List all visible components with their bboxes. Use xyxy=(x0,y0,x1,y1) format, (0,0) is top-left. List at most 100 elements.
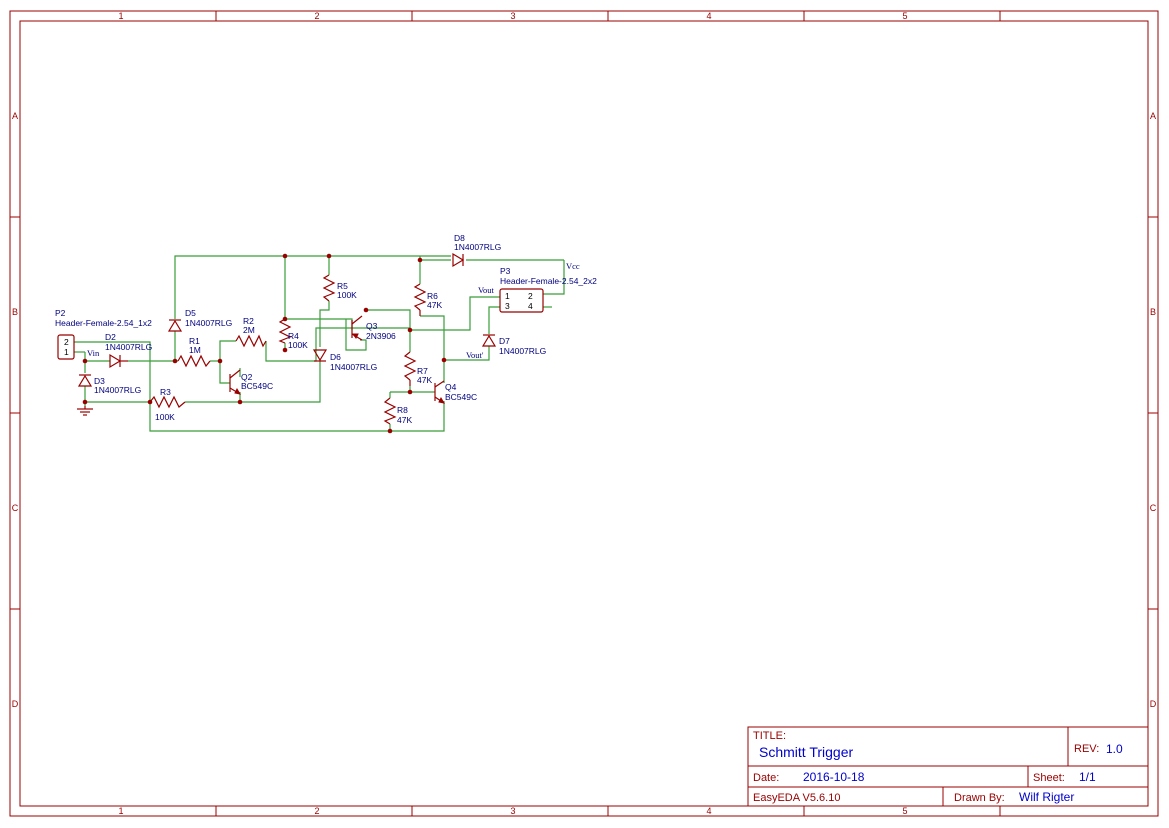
p3-value: Header-Female-2.54_2x2 xyxy=(500,276,597,286)
date-value: 2016-10-18 xyxy=(803,770,865,784)
wire-vout-prime xyxy=(444,346,490,361)
d5-ref: D5 xyxy=(185,308,196,318)
r4-ref: R4 xyxy=(288,331,299,341)
net-label-vout: Vout xyxy=(478,285,495,295)
row-label-right-b: B xyxy=(1150,307,1156,317)
rev-label: REV: xyxy=(1074,743,1099,755)
drawn-by-value: Wilf Rigter xyxy=(1019,790,1074,804)
resistor-r1[interactable]: R1 1M xyxy=(177,336,211,368)
junction xyxy=(82,399,88,405)
drawing-title: Schmitt Trigger xyxy=(759,744,853,760)
r8-value: 47K xyxy=(397,415,412,425)
r3-value: 100K xyxy=(155,412,175,422)
sheet-label: Sheet: xyxy=(1033,772,1065,784)
d3-value: 1N4007RLG xyxy=(94,385,141,395)
transistor-q2[interactable]: Q2 BC549C xyxy=(229,369,273,395)
junction xyxy=(237,399,243,405)
p3-pin-2: 2 xyxy=(528,291,533,301)
d8-ref: D8 xyxy=(454,233,465,243)
resistor-r6[interactable]: R6 47K xyxy=(413,283,442,316)
wire-r2-left xyxy=(219,340,236,361)
junction xyxy=(282,253,288,259)
diode-d3[interactable]: D3 1N4007RLG xyxy=(77,374,141,395)
col-label-top-3: 3 xyxy=(510,11,515,21)
transistor-q4[interactable]: Q4 BC549C xyxy=(434,380,477,404)
diode-d7[interactable]: D7 1N4007RLG xyxy=(481,334,546,356)
connector-p2[interactable]: 2 1 P2 Header-Female-2.54_1x2 xyxy=(55,308,152,360)
col-label-top-4: 4 xyxy=(706,11,711,21)
q4-ref: Q4 xyxy=(445,382,457,392)
col-label-bottom-4: 4 xyxy=(706,806,711,816)
resistor-r2[interactable]: R2 2M xyxy=(235,316,267,348)
date-label: Date: xyxy=(753,772,779,784)
d2-value: 1N4007RLG xyxy=(105,342,152,352)
r5-ref: R5 xyxy=(337,281,348,291)
q3-ref: Q3 xyxy=(366,321,378,331)
d6-ref: D6 xyxy=(330,352,341,362)
r4-value: 100K xyxy=(288,340,308,350)
junction xyxy=(387,428,393,434)
resistor-r4[interactable]: R4 100K xyxy=(278,318,308,350)
net-label-vin: Vin xyxy=(87,348,100,358)
r7-ref: R7 xyxy=(417,366,428,376)
row-label-right-c: C xyxy=(1150,503,1157,513)
wire-vout xyxy=(410,296,500,331)
wire-q2-base xyxy=(219,361,230,384)
q3-value: 2N3906 xyxy=(366,331,396,341)
resistor-r8[interactable]: R8 47K xyxy=(383,397,412,425)
col-label-top-5: 5 xyxy=(902,11,907,21)
p2-pin-1: 1 xyxy=(64,347,69,357)
junction xyxy=(417,257,423,263)
d6-value: 1N4007RLG xyxy=(330,362,377,372)
wire-q2-emitter xyxy=(239,360,321,403)
diode-d8[interactable]: D8 1N4007RLG xyxy=(452,233,501,268)
row-label-left-b: B xyxy=(12,307,18,317)
q2-ref: Q2 xyxy=(241,372,253,382)
col-label-bottom-1: 1 xyxy=(118,806,123,816)
r1-value: 1M xyxy=(189,345,201,355)
tool-version: EasyEDA V5.6.10 xyxy=(753,792,840,804)
transistor-q3[interactable]: Q3 2N3906 xyxy=(351,315,396,341)
diode-d6[interactable]: D6 1N4007RLG xyxy=(312,349,377,372)
col-label-bottom-2: 2 xyxy=(314,806,319,816)
rev-value: 1.0 xyxy=(1106,742,1123,756)
wire-top-rail xyxy=(174,255,451,319)
diode-d2[interactable]: D2 1N4007RLG xyxy=(105,332,152,369)
r7-value: 47K xyxy=(417,375,432,385)
sheet-value: 1/1 xyxy=(1079,770,1096,784)
row-label-left-a: A xyxy=(12,111,18,121)
col-label-bottom-5: 5 xyxy=(902,806,907,816)
q2-value: BC549C xyxy=(241,381,273,391)
d2-ref: D2 xyxy=(105,332,116,342)
row-label-left-d: D xyxy=(12,699,19,709)
row-label-left-c: C xyxy=(12,503,19,513)
junction xyxy=(407,327,413,333)
title-block: TITLE: Schmitt Trigger REV: 1.0 Date: 20… xyxy=(747,726,1149,807)
p3-pin-4: 4 xyxy=(528,301,533,311)
col-label-top-2: 2 xyxy=(314,11,319,21)
net-label-vcc: Vcc xyxy=(566,261,580,271)
p2-value: Header-Female-2.54_1x2 xyxy=(55,318,152,328)
resistor-r3[interactable]: R3 100K xyxy=(149,387,186,422)
diode-d5[interactable]: D5 1N4007RLG xyxy=(167,308,232,332)
r2-value: 2M xyxy=(243,325,255,335)
resistor-r7[interactable]: R7 47K xyxy=(403,351,432,386)
junction xyxy=(82,358,88,364)
p2-pin-2: 2 xyxy=(64,337,69,347)
d7-value: 1N4007RLG xyxy=(499,346,546,356)
wire-q3-collector xyxy=(366,309,411,352)
row-label-right-d: D xyxy=(1150,699,1157,709)
junction xyxy=(441,357,447,363)
r6-value: 47K xyxy=(427,300,442,310)
connector-p3[interactable]: 1 2 3 4 P3 Header-Female-2.54_2x2 xyxy=(499,266,597,313)
r5-value: 100K xyxy=(337,290,357,300)
r6-ref: R6 xyxy=(427,291,438,301)
col-label-top-1: 1 xyxy=(118,11,123,21)
wire-r5-d6 xyxy=(319,301,330,347)
r3-ref: R3 xyxy=(160,387,171,397)
wire-d7-p3 xyxy=(488,306,500,334)
p3-pin-3: 3 xyxy=(505,301,510,311)
d3-ref: D3 xyxy=(94,376,105,386)
junction xyxy=(326,253,332,259)
resistor-r5[interactable]: R5 100K xyxy=(322,274,357,302)
